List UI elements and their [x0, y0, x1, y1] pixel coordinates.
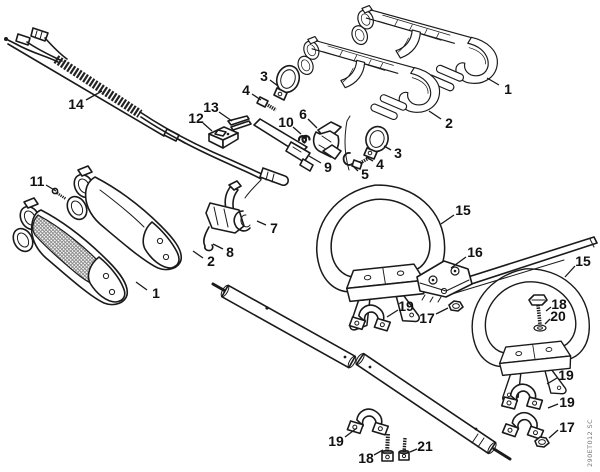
part-5-clip-and-pin [342, 115, 353, 171]
part-13-wedge [227, 115, 252, 131]
callout-leader-1 [486, 77, 500, 86]
callout-label-6: 6 [299, 106, 307, 122]
callout-label-13: 13 [203, 99, 219, 115]
part-6-interlock [312, 121, 342, 160]
callout-leader-15 [440, 214, 455, 225]
callout-leader-10 [292, 126, 302, 135]
part-17-nut-a [448, 300, 464, 312]
callout-leader-16 [450, 256, 467, 269]
callout-leader-17 [435, 307, 449, 315]
diagram-code: 290ET012 SC [586, 419, 594, 467]
callout-label-19: 19 [559, 394, 575, 410]
callout-leader-2 [192, 250, 204, 259]
callout-label-5: 5 [361, 166, 369, 182]
callout-leader-3 [383, 145, 392, 151]
callout-leader-18 [545, 306, 552, 312]
callout-label-12: 12 [188, 110, 204, 126]
callout-leader-19 [546, 377, 558, 385]
part-7-throttle-trigger [205, 180, 251, 234]
callout-label-15: 15 [575, 253, 591, 269]
callout-leader-8 [212, 243, 224, 250]
callout-label-3: 3 [260, 68, 268, 84]
callout-label-19: 19 [328, 433, 344, 449]
callout-leader-5 [351, 164, 359, 172]
part-17-nut-b [534, 436, 550, 448]
callout-label-1: 1 [152, 285, 160, 301]
callout-label-3: 3 [394, 145, 402, 161]
part-19-clamp-d [346, 405, 392, 438]
callout-leader-19 [344, 427, 358, 438]
callout-label-7: 7 [270, 220, 278, 236]
callout-leader-19 [386, 309, 399, 318]
callout-label-19: 19 [398, 298, 414, 314]
part-21-bolt [398, 437, 410, 461]
part-3-clamp-upper [273, 64, 301, 101]
part-1-grip-half [12, 197, 129, 306]
part-12-clip [208, 126, 239, 149]
drive-tube [211, 282, 512, 461]
callout-leader-6 [307, 118, 318, 129]
callout-label-10: 10 [278, 114, 294, 130]
callout-leader-4 [365, 156, 374, 162]
part-9-throttle-rod [253, 118, 314, 172]
callout-leader-20 [544, 318, 551, 325]
part-10-spring [297, 134, 311, 144]
callout-label-17: 17 [559, 419, 575, 435]
callout-leader-19 [547, 403, 559, 409]
callout-leader-21 [409, 448, 418, 453]
part-8-spring [202, 226, 214, 252]
callout-label-19: 19 [558, 367, 574, 383]
callout-label-8: 8 [226, 244, 234, 260]
callout-leader-13 [218, 111, 233, 122]
callout-label-4: 4 [242, 82, 250, 98]
callout-label-16: 16 [467, 244, 483, 260]
callout-leader-14 [85, 90, 103, 101]
callout-label-9: 9 [324, 159, 332, 175]
callout-label-2: 2 [445, 115, 453, 131]
callout-leader-12 [202, 122, 213, 132]
part-16-bracket-and-bar [416, 236, 598, 303]
callout-label-21: 21 [417, 438, 433, 454]
callout-label-18: 18 [551, 296, 567, 312]
part-2-handle-housing [294, 35, 441, 121]
callout-label-2: 2 [207, 253, 215, 269]
part-2-grip-half [66, 165, 183, 271]
callout-label-11: 11 [30, 173, 45, 189]
part-18-bolt-right [528, 294, 548, 325]
callout-label-18: 18 [358, 450, 374, 466]
callout-label-14: 14 [68, 96, 84, 112]
callout-leader-11 [45, 184, 57, 192]
part-18-bolt-bottom [381, 433, 394, 462]
callout-label-4: 4 [376, 156, 384, 172]
callout-leader-1 [135, 281, 148, 291]
callout-leader-15 [564, 265, 576, 278]
part-3-clamp-right [363, 125, 389, 160]
callout-leader-17 [548, 429, 559, 439]
callout-label-20: 20 [550, 308, 566, 324]
callout-label-15: 15 [455, 202, 471, 218]
callout-label-17: 17 [419, 310, 435, 326]
callout-label-1: 1 [504, 81, 512, 97]
part-14-cable-harness [4, 27, 289, 199]
callout-leader-4 [251, 93, 262, 101]
part-20-washer [533, 324, 547, 332]
callout-leader-7 [256, 220, 267, 226]
callout-leader-18 [373, 449, 384, 456]
callout-leader-9 [308, 155, 322, 164]
callout-leader-3 [269, 79, 279, 87]
callout-leader-2 [428, 110, 442, 120]
